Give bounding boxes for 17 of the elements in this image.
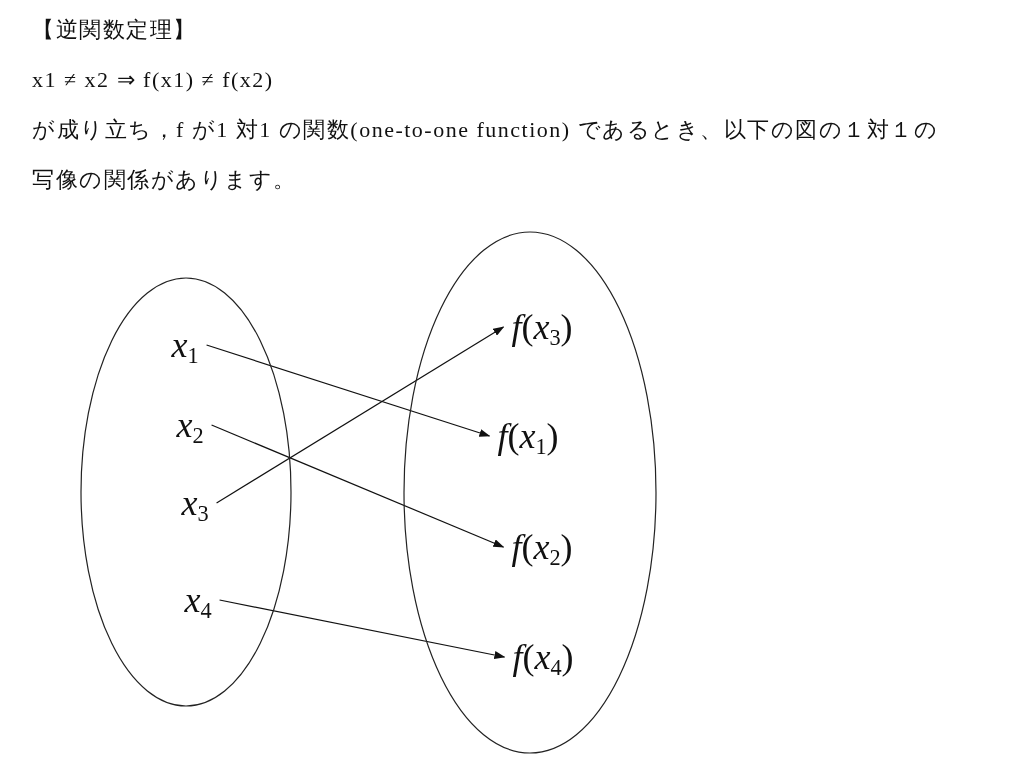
math-label: x$_{4}$	[176, 582, 220, 618]
arrow	[205, 344, 491, 437]
body-text: が成り立ち，f が1 対1 の関数(one-to-one function) であるとき、以下の図の１対１の写像の関係があります。	[32, 116, 940, 194]
math-label: f(x$_{1}$)	[489, 418, 567, 454]
arrow	[218, 599, 506, 659]
math-label: x$_{3}$	[173, 485, 217, 521]
math-label: x$_{2}$	[168, 407, 212, 443]
set-ellipse	[80, 277, 292, 707]
math-label: f(x$_{3}$)	[503, 309, 581, 345]
math-label: x$_{1}$	[163, 327, 207, 363]
math-label: f(x$_{2}$)	[503, 529, 581, 565]
set-ellipse	[403, 231, 657, 754]
math-label: f(x$_{4}$)	[504, 639, 582, 675]
heading: 【逆関数定理】	[32, 16, 197, 44]
arrow	[215, 326, 505, 504]
arrow	[210, 424, 505, 548]
body-text: x1 ≠ x2 ⇒ f(x1) ≠ f(x2)	[32, 66, 274, 94]
